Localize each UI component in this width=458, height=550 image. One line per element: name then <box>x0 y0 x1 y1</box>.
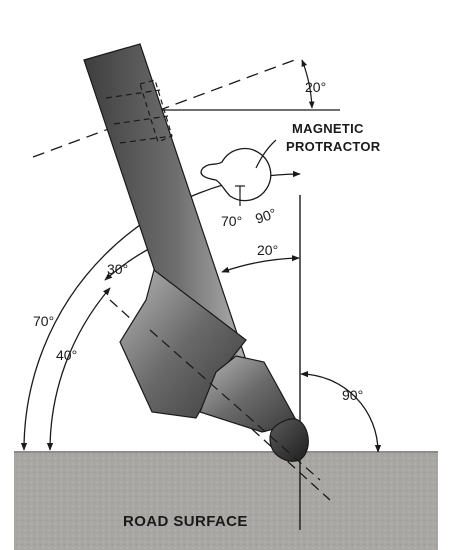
label-angle-top-20: 20° <box>305 79 326 95</box>
label-angle-30: 30° <box>107 261 128 277</box>
label-dial-90: 90° <box>253 205 278 227</box>
protractor-dashed-edge-3 <box>119 135 173 144</box>
label-angle-90: 90° <box>342 387 363 403</box>
protractor-leader <box>255 139 277 169</box>
bit-axis-dashed-overlay <box>149 329 321 481</box>
road-surface-block <box>14 452 438 550</box>
road-surface-top-edge <box>14 451 438 453</box>
protractor-dashed-edge <box>105 89 161 99</box>
arc-90-degrees <box>300 370 382 453</box>
label-protractor: PROTRACTOR <box>286 139 381 154</box>
label-dial-70: 70° <box>221 213 242 229</box>
bit-carbide-tip <box>269 418 309 462</box>
shank-reference-dashed-line <box>32 57 301 158</box>
arc-20-degrees-top <box>301 59 315 109</box>
label-angle-70: 70° <box>33 313 54 329</box>
arc-40-degrees <box>46 287 111 451</box>
arc-20-degrees-mid <box>221 255 300 273</box>
protractor-dashed-edge-2 <box>113 115 169 125</box>
protractor-dial <box>200 147 272 202</box>
label-angle-40: 40° <box>56 347 77 363</box>
label-road-surface: ROAD SURFACE <box>123 513 248 530</box>
label-magnetic: MAGNETIC <box>292 121 364 136</box>
label-angle-20-mid: 20° <box>257 242 278 258</box>
